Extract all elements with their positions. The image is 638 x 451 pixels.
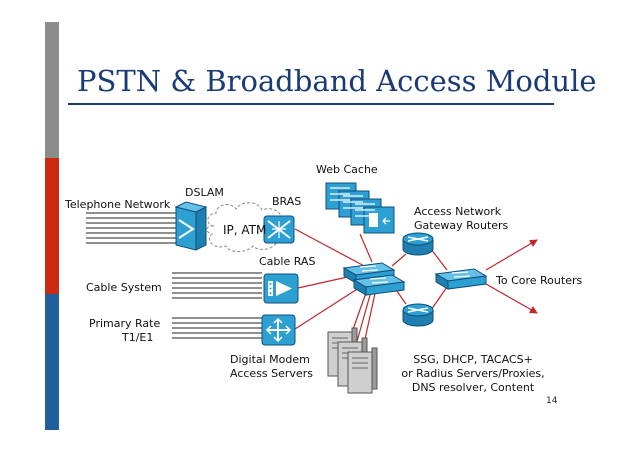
telephone-lines	[86, 212, 176, 244]
label-servers-line1: SSG, DHCP, TACACS+	[413, 353, 533, 366]
label-access-network: Access Network	[414, 205, 502, 218]
label-t1-e1: T1/E1	[122, 331, 154, 344]
router-icon	[402, 303, 434, 327]
label-ip-atm: IP, ATM	[223, 223, 267, 237]
label-gateway-routers: Gateway Routers	[414, 219, 509, 232]
label-servers-line2: or Radius Servers/Proxies,	[401, 367, 545, 380]
multilayer-switch-icon	[352, 274, 406, 296]
accent-bar-red	[45, 158, 59, 294]
slide-title: PSTN & Broadband Access Module	[77, 64, 597, 98]
accent-bar-gray	[45, 22, 59, 158]
label-servers-line3: DNS resolver, Content	[411, 381, 535, 394]
label-bras: BRAS	[272, 195, 302, 208]
cable-system-lines	[172, 272, 262, 299]
server-tower-icon	[347, 347, 378, 394]
label-cable-system: Cable System	[86, 281, 162, 294]
cable-ras-icon	[263, 273, 299, 304]
cache-engine-icon	[325, 182, 395, 234]
accent-bar-blue	[45, 294, 59, 430]
multilayer-switch-icon	[434, 268, 488, 290]
label-digital-modem: Digital Modem	[230, 353, 310, 366]
page-number: 14	[546, 396, 558, 406]
bras-router-icon	[263, 215, 295, 244]
label-primary-rate: Primary Rate	[89, 317, 161, 330]
access-server-icon	[261, 314, 296, 346]
title-underline	[68, 103, 554, 105]
primary-rate-lines	[172, 317, 262, 339]
label-cable-ras: Cable RAS	[259, 255, 316, 268]
label-to-core-routers: To Core Routers	[496, 274, 583, 287]
label-web-cache: Web Cache	[316, 163, 378, 176]
label-dslam: DSLAM	[185, 186, 224, 199]
label-telephone-network: Telephone Network	[65, 198, 171, 211]
router-icon	[402, 232, 434, 256]
dslam-icon	[174, 201, 208, 251]
label-access-servers: Access Servers	[230, 367, 313, 380]
